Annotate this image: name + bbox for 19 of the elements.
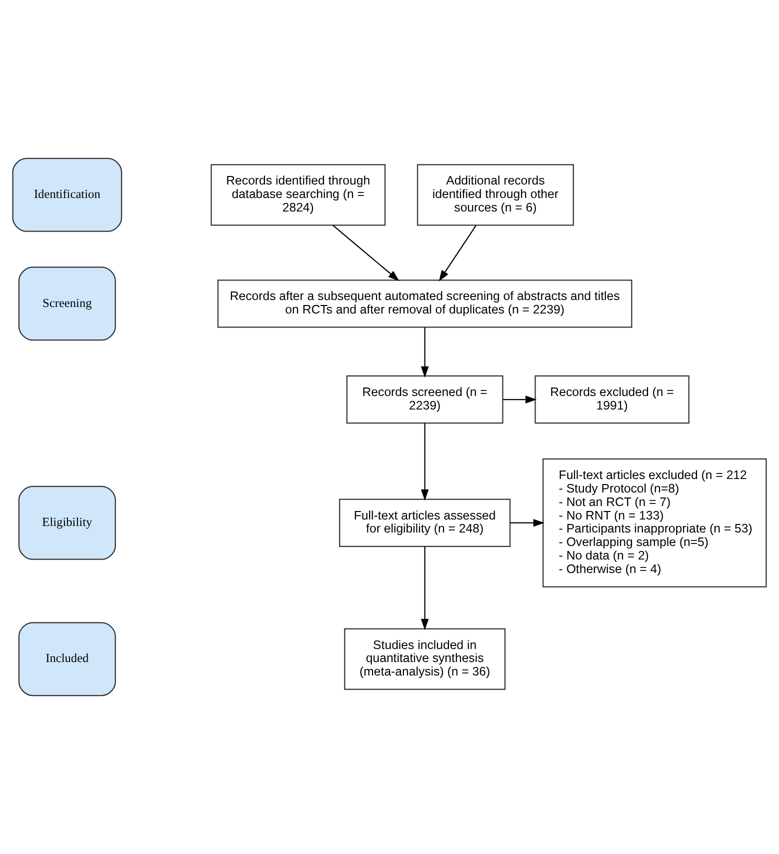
arrow [503,396,537,404]
arrow [420,423,429,501]
node-box: Full-text articles assessed for eligibility (n = 248) [339,498,511,547]
node-box: Studies included in quantitative synthesis (meta-analysis) (n = 36) [344,628,506,690]
node-box: Records identified through database searching (n = 2824) [210,164,386,226]
node-box: Additional records identified through other sources (n = 6) [416,164,574,226]
arrow [332,225,400,282]
arrow [420,546,429,630]
arrow [510,518,545,527]
node-box: Records screened (n = 2239) [346,375,504,424]
node-box: Records after a subsequent automated screening of abstracts and titles on RCTs and after removal of duplicates (n = 2239) [217,280,632,328]
arrow [420,327,429,378]
node-box: Included [18,622,116,696]
node-box: Full-text articles excluded (n = 212 - Study Protocol (n=8) - Not an RCT (n = 7) - No RNT (n = 133) - Participants inappropriate (n = 53) - Overlapping sample (n=5) - No data (n = 2) - Otherwise (n = 4) [542,458,767,588]
node-box: Records excluded (n = 1991) [534,375,690,424]
node-box: Eligibility [18,486,116,560]
node-box: Identification [12,158,122,232]
arrow [438,225,476,282]
node-box: Screening [18,266,116,341]
